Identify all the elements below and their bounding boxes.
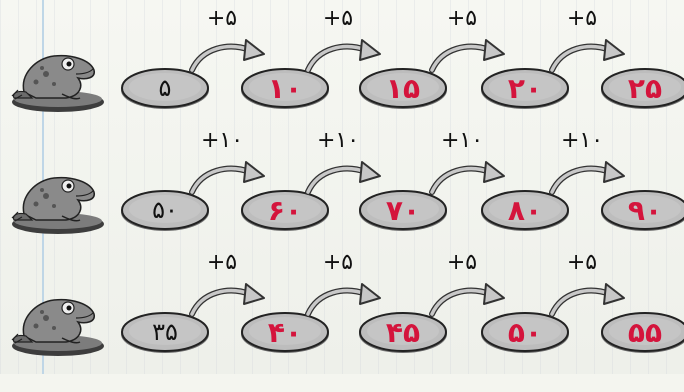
curved-arrow-icon bbox=[188, 278, 268, 320]
start-lily-pad: ۵۰ bbox=[118, 186, 212, 234]
answer-number: ۹۰ bbox=[627, 193, 663, 227]
answer-lily-pad[interactable]: ۴۵ bbox=[356, 308, 450, 356]
curved-arrow-icon bbox=[188, 156, 268, 198]
curved-arrow-icon bbox=[548, 34, 628, 76]
curved-arrow-icon bbox=[428, 278, 508, 320]
answer-lily-pad[interactable]: ۸۰ bbox=[478, 186, 572, 234]
answer-number: ۵۵ bbox=[627, 315, 663, 349]
curved-arrow-icon bbox=[304, 156, 384, 198]
hop-label: +۱۰ bbox=[316, 128, 360, 153]
curved-arrow-icon bbox=[548, 156, 628, 198]
answer-number: ۲۵ bbox=[627, 71, 663, 105]
answer-number: ۸۰ bbox=[507, 193, 543, 227]
answer-lily-pad[interactable]: ۱۰ bbox=[238, 64, 332, 112]
answer-number: ۱۵ bbox=[385, 71, 421, 105]
answer-lily-pad[interactable]: ۲۰ bbox=[478, 64, 572, 112]
answer-lily-pad[interactable]: ۲۵ bbox=[598, 64, 684, 112]
hop-label: +۵ bbox=[566, 250, 598, 275]
answer-lily-pad[interactable]: ۹۰ bbox=[598, 186, 684, 234]
hop-label: +۱۰ bbox=[440, 128, 484, 153]
start-lily-pad: ۵ bbox=[118, 64, 212, 112]
answer-lily-pad[interactable]: ۱۵ bbox=[356, 64, 450, 112]
answer-number: ۱۰ bbox=[267, 71, 303, 105]
frog-icon bbox=[6, 44, 106, 114]
hop-label: +۵ bbox=[206, 250, 238, 275]
hop-label: +۵ bbox=[322, 6, 354, 31]
frog-icon bbox=[6, 166, 106, 236]
hop-label: +۵ bbox=[206, 6, 238, 31]
answer-lily-pad[interactable]: ۷۰ bbox=[356, 186, 450, 234]
start-number: ۳۵ bbox=[152, 318, 178, 346]
curved-arrow-icon bbox=[428, 156, 508, 198]
answer-number: ۶۰ bbox=[267, 193, 303, 227]
hop-label: +۵ bbox=[566, 6, 598, 31]
curved-arrow-icon bbox=[188, 34, 268, 76]
start-number: ۵۰ bbox=[152, 196, 178, 224]
curved-arrow-icon bbox=[304, 34, 384, 76]
frog-icon bbox=[6, 288, 106, 358]
start-lily-pad: ۳۵ bbox=[118, 308, 212, 356]
number-line-row: ۵۰ ۶۰ ۷۰ ۸۰ ۹۰ +۱۰ +۱۰ +۱۰ +۱۰ bbox=[0, 128, 684, 270]
answer-number: ۴۵ bbox=[385, 315, 421, 349]
start-number: ۵ bbox=[158, 74, 172, 102]
hop-label: +۱۰ bbox=[200, 128, 244, 153]
answer-lily-pad[interactable]: ۶۰ bbox=[238, 186, 332, 234]
answer-lily-pad[interactable]: ۴۰ bbox=[238, 308, 332, 356]
hop-label: +۵ bbox=[446, 250, 478, 275]
number-line-row: ۵ ۱۰ ۱۵ ۲۰ ۲۵ +۵ +۵ +۵ +۵ bbox=[0, 6, 684, 148]
answer-number: ۲۰ bbox=[507, 71, 543, 105]
answer-number: ۷۰ bbox=[385, 193, 421, 227]
answer-lily-pad[interactable]: ۵۵ bbox=[598, 308, 684, 356]
hop-label: +۱۰ bbox=[560, 128, 604, 153]
curved-arrow-icon bbox=[304, 278, 384, 320]
answer-number: ۴۰ bbox=[267, 315, 303, 349]
answer-number: ۵۰ bbox=[507, 315, 543, 349]
answer-lily-pad[interactable]: ۵۰ bbox=[478, 308, 572, 356]
curved-arrow-icon bbox=[428, 34, 508, 76]
number-line-row: ۳۵ ۴۰ ۴۵ ۵۰ ۵۵ +۵ +۵ +۵ +۵ bbox=[0, 250, 684, 392]
curved-arrow-icon bbox=[548, 278, 628, 320]
worksheet-background bbox=[0, 0, 684, 374]
hop-label: +۵ bbox=[446, 6, 478, 31]
hop-label: +۵ bbox=[322, 250, 354, 275]
